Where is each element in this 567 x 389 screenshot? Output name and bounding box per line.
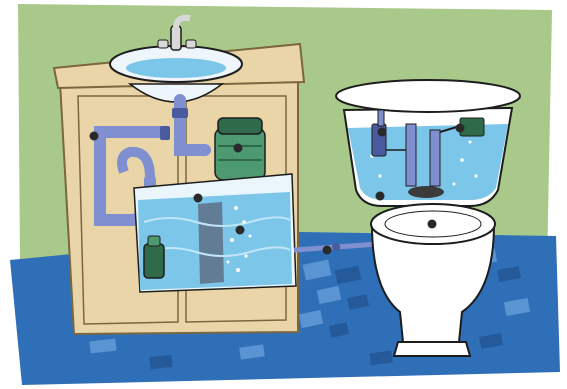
floor-tile (328, 322, 350, 338)
floor-tile (503, 298, 531, 316)
toilet-seat-rim (384, 210, 482, 238)
floor-tile (479, 333, 503, 349)
p-trap-loop (117, 146, 155, 179)
callout-dot (322, 245, 332, 255)
floor-tile (239, 344, 265, 360)
sink-water (126, 58, 226, 78)
pipe-fitting (172, 108, 188, 118)
callout-dot (193, 193, 203, 203)
filter-cap (217, 117, 263, 135)
toilet-bowl (370, 223, 496, 353)
floor-tile (497, 266, 521, 282)
supply-line-valve (332, 243, 340, 251)
filter-body (214, 127, 266, 181)
callout-dot (233, 143, 243, 153)
callout-dot (377, 127, 387, 137)
floor-tile (302, 259, 332, 281)
tank-water-ripple (143, 216, 291, 227)
flush-mechanism (405, 117, 485, 187)
faucet-icon (157, 14, 197, 51)
tank-baffle (198, 202, 224, 284)
greywater-storage-tank (133, 173, 297, 293)
callout-dot (89, 131, 99, 141)
air-bubbles (226, 206, 252, 272)
floor-tile (298, 309, 324, 329)
toilet-base (392, 341, 472, 357)
toilet-tank-water (348, 124, 508, 200)
callout-dot (427, 219, 437, 229)
floor-tile (316, 285, 342, 305)
floor-tile (346, 294, 370, 310)
callout-dot (455, 123, 465, 133)
tank-water-ripple (143, 246, 291, 257)
callout-dot (235, 225, 245, 235)
cabinet-door-left (77, 95, 179, 325)
pipe-fitting (160, 126, 170, 140)
sink (109, 14, 243, 103)
floor-tile (334, 265, 362, 285)
floor-tile (149, 354, 173, 370)
callout-markers (89, 123, 465, 255)
toilet-tank-lid (335, 79, 521, 113)
callout-dot (375, 191, 385, 201)
flapper-valve-icon (408, 186, 444, 198)
floor-tile (89, 338, 117, 354)
submersible-pump-icon (143, 235, 165, 279)
floor-tile (369, 350, 393, 366)
air-bubbles (370, 140, 478, 186)
